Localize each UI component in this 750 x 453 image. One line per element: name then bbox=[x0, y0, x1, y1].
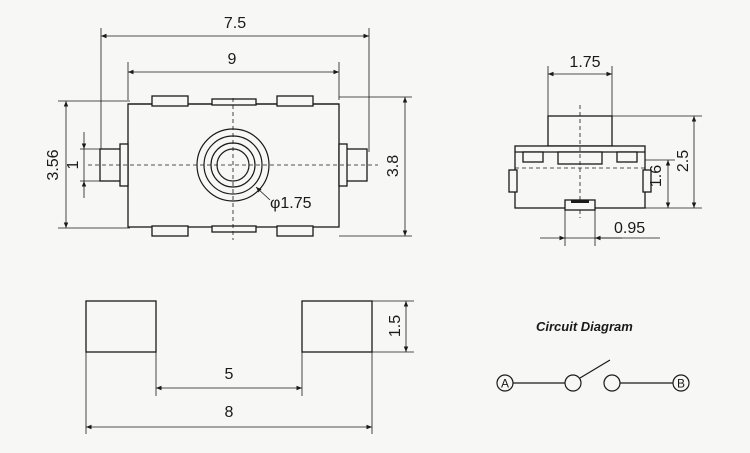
dim-side-button-width: 1.75 bbox=[569, 54, 600, 71]
button-outer-ring bbox=[196, 128, 270, 202]
dim-left-height-inner: 1 bbox=[65, 160, 82, 169]
terminal-b-label: B bbox=[677, 377, 685, 391]
terminal-a-label: A bbox=[501, 377, 509, 391]
top-view: 7.5 9 φ1.75 3.56 bbox=[45, 15, 412, 240]
circuit-diagram: Circuit Diagram A B bbox=[496, 319, 690, 392]
terminal-b bbox=[672, 374, 690, 392]
circuit-title: Circuit Diagram bbox=[536, 319, 633, 334]
dim-pad-span: 8 bbox=[225, 404, 234, 421]
dim-left-height-outer: 3.56 bbox=[45, 149, 62, 180]
dim-pad-height: 1.5 bbox=[387, 315, 404, 337]
pad-layout: 1.5 5 8 bbox=[85, 300, 414, 434]
pad-right bbox=[301, 300, 373, 353]
contact-right bbox=[603, 374, 621, 392]
dim-right-height: 3.8 bbox=[385, 155, 402, 177]
dim-side-height-body: 1.6 bbox=[648, 165, 665, 187]
switch-lever bbox=[579, 359, 611, 379]
dim-top-width-outer: 7.5 bbox=[224, 15, 246, 32]
dim-side-pin-width: 0.95 bbox=[614, 220, 645, 237]
dim-top-width-inner: 9 bbox=[228, 51, 237, 68]
pad-left bbox=[85, 300, 157, 353]
button-actuator bbox=[216, 148, 250, 182]
dim-button-diameter: φ1.75 bbox=[270, 195, 312, 212]
dim-pad-gap: 5 bbox=[225, 366, 234, 383]
contact-left bbox=[564, 374, 582, 392]
dim-side-height-total: 2.5 bbox=[675, 150, 692, 172]
side-view: 1.75 0.95 2.5 1.6 bbox=[508, 54, 702, 246]
